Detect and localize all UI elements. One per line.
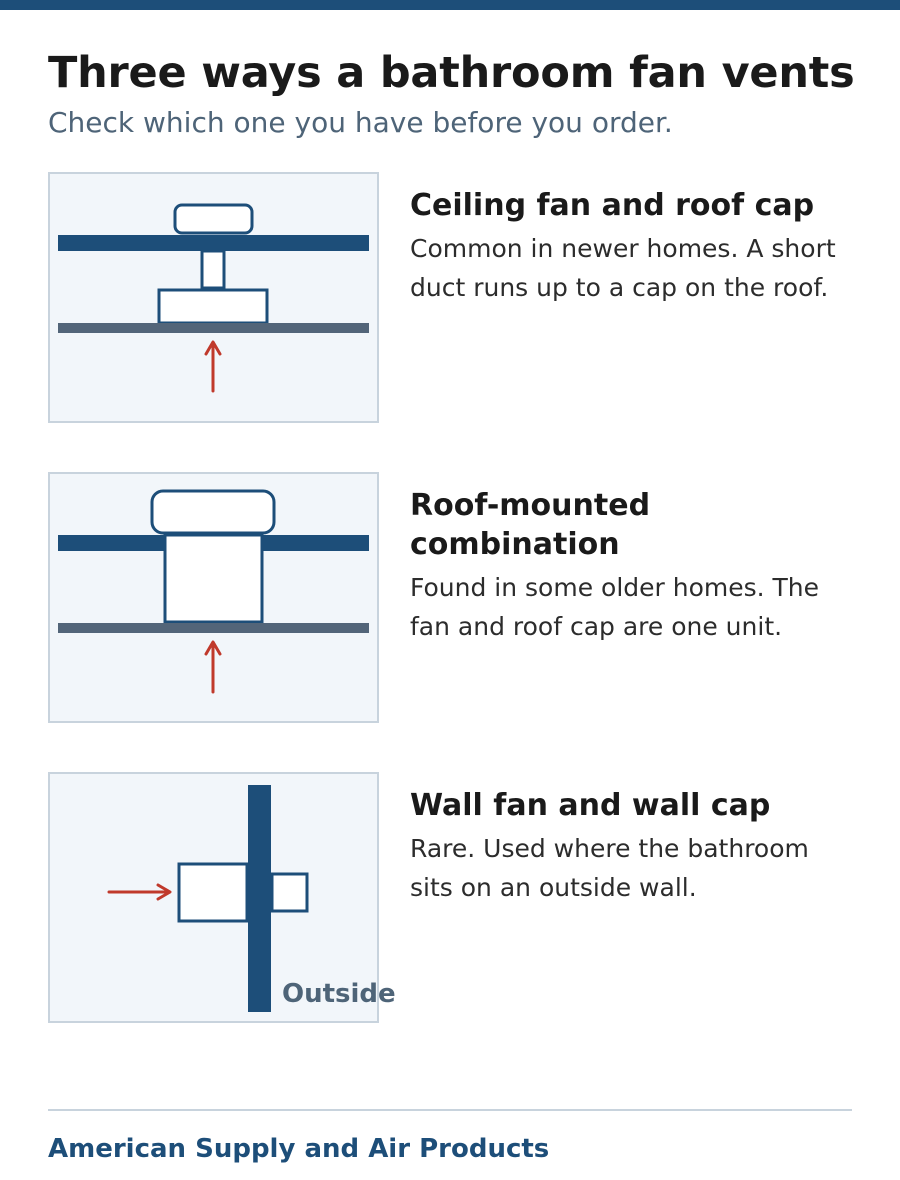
ceiling-line [58,623,369,633]
option-title: Ceiling fan and roof cap [410,188,815,223]
footer-brand: American Supply and Air Products [48,1134,550,1164]
page-title: Three ways a bathroom fan vents [48,48,855,98]
airflow-arrow [204,340,222,393]
option-title: Roof-mounted combination [410,488,651,562]
combination-unit-body [163,533,264,624]
ceiling-fan-roof-cap-diagram [48,172,379,423]
roof-line [58,235,369,251]
roof-cap [173,203,254,235]
option-text: Roof-mounted combination Found in some o… [410,486,850,646]
page-subtitle: Check which one you have before you orde… [48,106,673,139]
option-roof-mounted-combination: Roof-mounted combination Found in some o… [48,472,852,724]
ceiling-line [58,323,369,333]
wall-fan-housing [177,862,249,923]
combination-unit-cap [150,489,276,535]
footer-divider [48,1109,852,1111]
roof-mounted-combination-diagram [48,472,379,723]
fan-housing [157,288,269,325]
exterior-wall [248,785,271,1012]
airflow-arrow [204,640,222,694]
outside-label: Outside [282,979,396,1009]
option-ceiling-fan-roof-cap: Ceiling fan and roof cap Common in newer… [48,172,852,424]
option-description: Rare. Used where the bathroom sits on an… [410,834,809,902]
duct [200,249,226,290]
wall-fan-wall-cap-diagram: Outside [48,772,396,1023]
option-description: Found in some older homes. The fan and r… [410,573,820,641]
option-title: Wall fan and wall cap [410,788,771,823]
wall-cap [270,872,309,913]
option-description: Common in newer homes. A short duct runs… [410,234,836,302]
option-wall-fan-wall-cap: Outside Wall fan and wall cap Rare. Used… [48,772,852,1024]
option-text: Wall fan and wall cap Rare. Used where t… [410,786,850,907]
top-accent-bar [0,0,900,10]
airflow-arrow [107,883,172,901]
option-text: Ceiling fan and roof cap Common in newer… [410,186,850,307]
